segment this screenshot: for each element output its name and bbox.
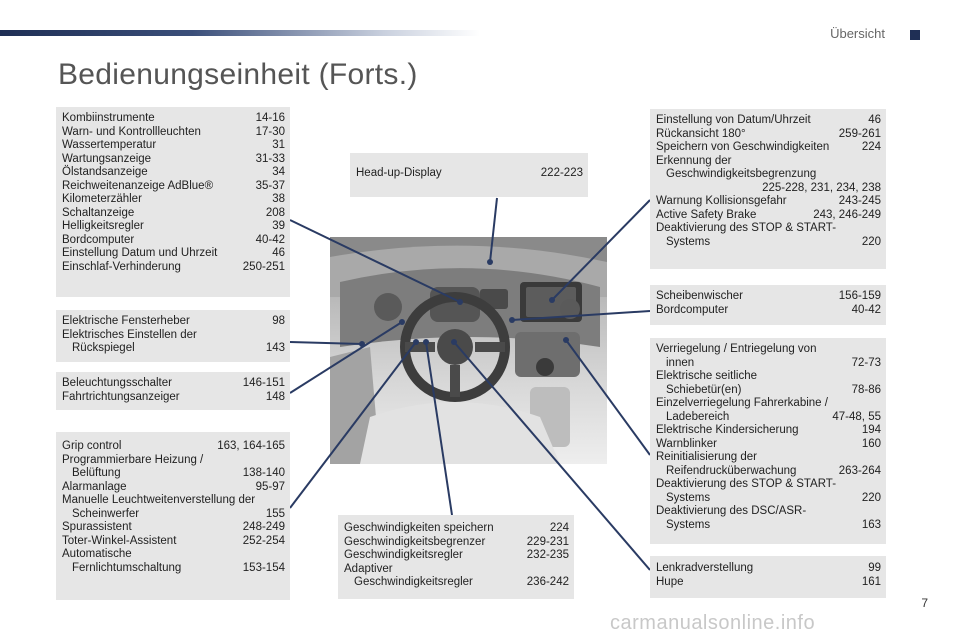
index-pages: 31 <box>272 139 285 151</box>
header-bar <box>0 30 480 36</box>
index-row[interactable]: Wartungsanzeige 31-33 <box>62 153 285 167</box>
watermark: carmanualsonline.info <box>610 612 816 634</box>
index-pages: 40-42 <box>255 233 285 246</box>
index-row[interactable]: Wassertemperatur 31 <box>62 139 285 153</box>
index-pages: 31-33 <box>255 152 285 165</box>
index-label: Bordcomputer <box>62 233 135 246</box>
index-label: Schaltanzeige <box>62 206 135 219</box>
index-row[interactable]: Reichweitenanzeige AdBlue® 35-37 <box>62 180 285 194</box>
index-row[interactable]: Kombiinstrumente 14-16 <box>62 112 285 126</box>
index-pages: 250-251 <box>242 260 285 273</box>
header-marker <box>910 30 920 40</box>
index-label: Einschlaf-Verhinderung <box>62 260 181 273</box>
index-pages: 39 <box>272 220 285 232</box>
index-row[interactable]: Einstellung Datum und Uhrzeit 46 <box>62 247 285 261</box>
index-label: Warn- und Kontrollleuchten <box>62 125 201 138</box>
index-row[interactable]: Bordcomputer 40-42 <box>62 234 285 248</box>
index-label: Wassertemperatur <box>62 139 157 151</box>
page-title: Bedienungseinheit (Forts.) <box>58 58 418 91</box>
index-pages: 14-16 <box>255 112 285 124</box>
index-label: Reichweitenanzeige AdBlue® <box>62 179 214 192</box>
index-row[interactable]: Warn- und Kontrollleuchten 17-30 <box>62 126 285 140</box>
index-row[interactable]: Schaltanzeige 208 <box>62 207 285 221</box>
index-label: Helligkeitsregler <box>62 220 144 232</box>
index-pages: 35-37 <box>255 179 285 192</box>
index-pages: 38 <box>272 193 285 205</box>
page-number: 7 <box>921 596 928 610</box>
index-pages: 46 <box>272 247 285 259</box>
index-row[interactable]: Rückansicht 180°259-261 <box>656 127 881 140</box>
index-row[interactable]: Einzelverriegelung Fahrerkabine /Ladeber… <box>656 397 881 423</box>
index-row[interactable]: Kilometerzähler 38 <box>62 193 285 207</box>
index-label: Wartungsanzeige <box>62 152 152 165</box>
index-row[interactable]: Helligkeitsregler 39 <box>62 220 285 234</box>
dashboard-photo <box>330 237 607 464</box>
index-pages: 17-30 <box>255 125 285 138</box>
index-pages: 208 <box>265 206 285 219</box>
index-label: Ölstandsanzeige <box>62 166 148 178</box>
index-label: Einstellung Datum und Uhrzeit <box>62 247 218 259</box>
section-title: Übersicht <box>830 26 885 41</box>
index-pages: 34 <box>272 166 285 178</box>
index-label: Kilometerzähler <box>62 193 142 205</box>
index-label: Kombiinstrumente <box>62 112 155 124</box>
index-row[interactable]: Ölstandsanzeige 34 <box>62 166 285 180</box>
index-row[interactable]: Einschlaf-Verhinderung 250-251 <box>62 261 285 275</box>
